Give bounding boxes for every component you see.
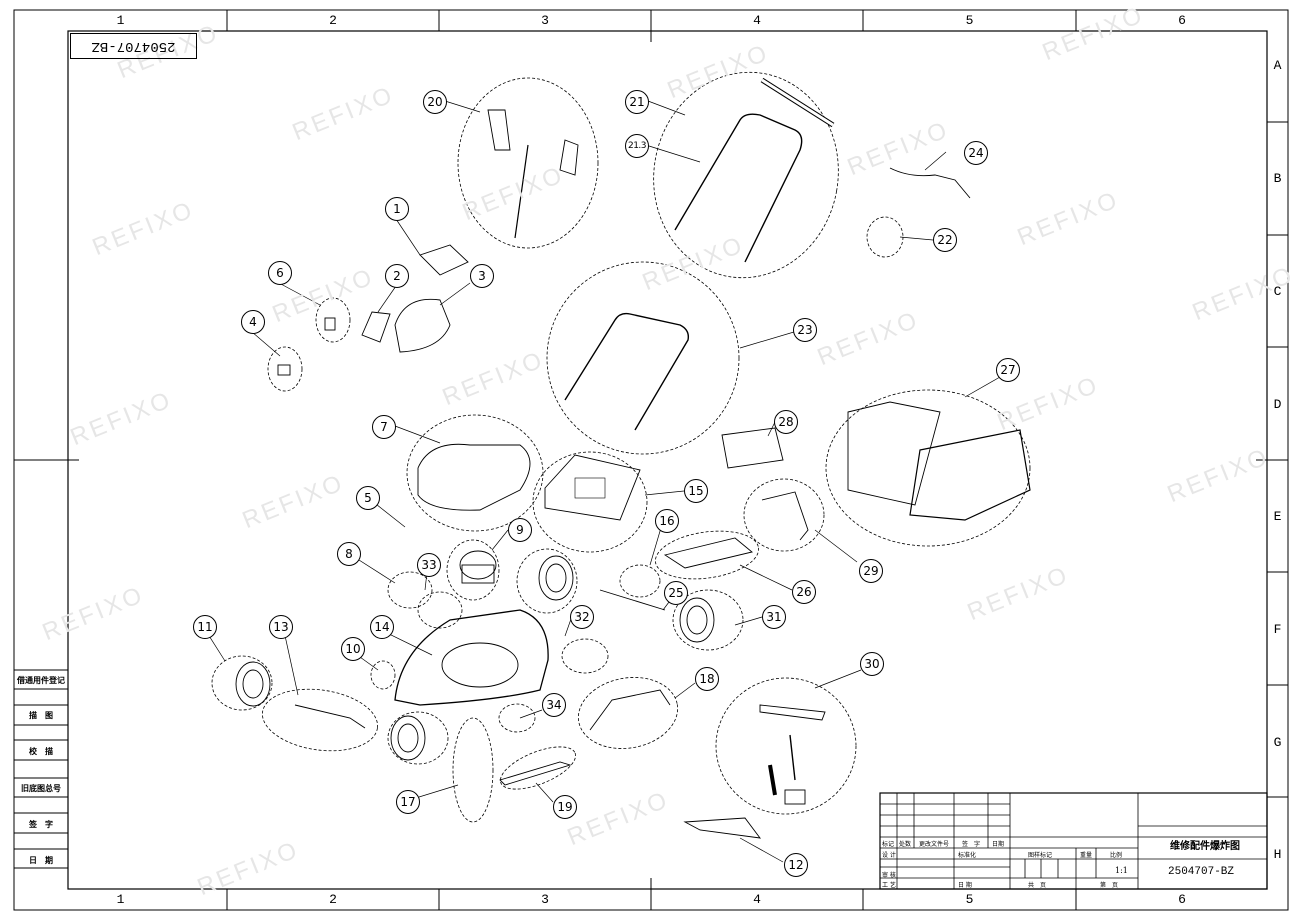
callout-16: 16 xyxy=(655,509,679,533)
tb-scale-value: 1:1 xyxy=(1115,866,1128,875)
callout-32: 32 xyxy=(570,605,594,629)
callout-13: 13 xyxy=(269,615,293,639)
tb-label-scale: 比例 xyxy=(1110,852,1123,859)
tb-label-standardize: 标准化 xyxy=(958,852,977,859)
callout-6: 6 xyxy=(268,261,292,285)
callout-31: 31 xyxy=(762,605,786,629)
side-label-check-trace: 校 描 xyxy=(29,746,53,756)
callout-20: 20 xyxy=(423,90,447,114)
tb-label-design: 设 计 xyxy=(882,852,896,859)
callout-12: 12 xyxy=(784,853,808,877)
callout-4: 4 xyxy=(241,310,265,334)
zone-row-f: F xyxy=(1273,622,1282,637)
callout-2: 2 xyxy=(385,264,409,288)
zone-column-3: 3 xyxy=(541,13,549,28)
callout-9: 9 xyxy=(508,518,532,542)
tb-label-change-doc: 更改文件号 xyxy=(919,841,950,848)
zone-column-3: 3 xyxy=(541,892,549,907)
tb-label-process: 工 艺 xyxy=(882,882,896,889)
drawing-code-rotated: 2504707-BZ xyxy=(70,33,197,59)
callout-33: 33 xyxy=(417,553,441,577)
zone-row-g: G xyxy=(1273,735,1282,750)
zone-column-4: 4 xyxy=(753,892,761,907)
callout-29: 29 xyxy=(859,559,883,583)
zone-column-6: 6 xyxy=(1178,13,1186,28)
zone-row-d: D xyxy=(1273,397,1282,412)
zone-column-6: 6 xyxy=(1178,892,1186,907)
zone-column-1: 1 xyxy=(116,892,125,907)
callout-11: 11 xyxy=(193,615,217,639)
tb-label-count: 处数 xyxy=(899,841,912,848)
callout-10: 10 xyxy=(341,637,365,661)
zone-row-c: C xyxy=(1273,284,1282,299)
side-label-date: 日 期 xyxy=(29,855,53,865)
callout-28: 28 xyxy=(774,410,798,434)
callout-18: 18 xyxy=(695,667,719,691)
tb-label-weight: 重量 xyxy=(1080,852,1093,859)
callout-27: 27 xyxy=(996,358,1020,382)
side-label-old-master-no: 旧底图总号 xyxy=(21,783,61,793)
callout-3: 3 xyxy=(470,264,494,288)
callout-14: 14 xyxy=(370,615,394,639)
zone-column-1: 1 xyxy=(116,13,125,28)
drawing-title: 维修配件爆炸图 xyxy=(1170,841,1240,852)
drawing-code: 2504707-BZ xyxy=(1168,866,1235,878)
callout-19: 19 xyxy=(553,795,577,819)
callout-34: 34 xyxy=(542,693,566,717)
callout-25: 25 xyxy=(664,581,688,605)
zone-row-h: H xyxy=(1273,847,1282,862)
callout-1: 1 xyxy=(385,197,409,221)
zone-row-b: B xyxy=(1273,171,1282,186)
zone-column-2: 2 xyxy=(329,13,337,28)
callout-21-3: 21.3 xyxy=(625,134,649,158)
callout-26: 26 xyxy=(792,580,816,604)
zone-row-a: A xyxy=(1273,58,1282,73)
side-label-register: 借通用件登记 xyxy=(17,675,65,685)
callout-23: 23 xyxy=(793,318,817,342)
callout-22: 22 xyxy=(933,228,957,252)
callout-24: 24 xyxy=(964,141,988,165)
zone-column-5: 5 xyxy=(965,13,974,28)
zone-column-5: 5 xyxy=(965,892,974,907)
callout-30: 30 xyxy=(860,652,884,676)
callout-5: 5 xyxy=(356,486,380,510)
tb-label-page: 第 页 xyxy=(1100,882,1119,889)
side-label-trace: 描 图 xyxy=(29,710,53,720)
tb-label-review: 审 核 xyxy=(882,872,896,879)
callout-7: 7 xyxy=(372,415,396,439)
zone-row-e: E xyxy=(1273,509,1282,524)
exploded-parts-illustration xyxy=(205,71,1031,863)
callout-17: 17 xyxy=(396,790,420,814)
zone-column-2: 2 xyxy=(329,892,337,907)
tb-label-date2: 日 期 xyxy=(958,882,972,889)
tb-label-mark: 标记 xyxy=(882,841,895,848)
tb-label-stage-mark: 图样标记 xyxy=(1028,852,1053,859)
callout-15: 15 xyxy=(684,479,708,503)
tb-label-sign: 签 字 xyxy=(962,841,981,848)
zone-column-4: 4 xyxy=(753,13,761,28)
tb-label-total-pages: 共 页 xyxy=(1028,882,1047,889)
callout-8: 8 xyxy=(337,542,361,566)
side-label-signature: 签 字 xyxy=(29,819,53,829)
callout-21: 21 xyxy=(625,90,649,114)
tb-label-date: 日期 xyxy=(992,841,1005,848)
